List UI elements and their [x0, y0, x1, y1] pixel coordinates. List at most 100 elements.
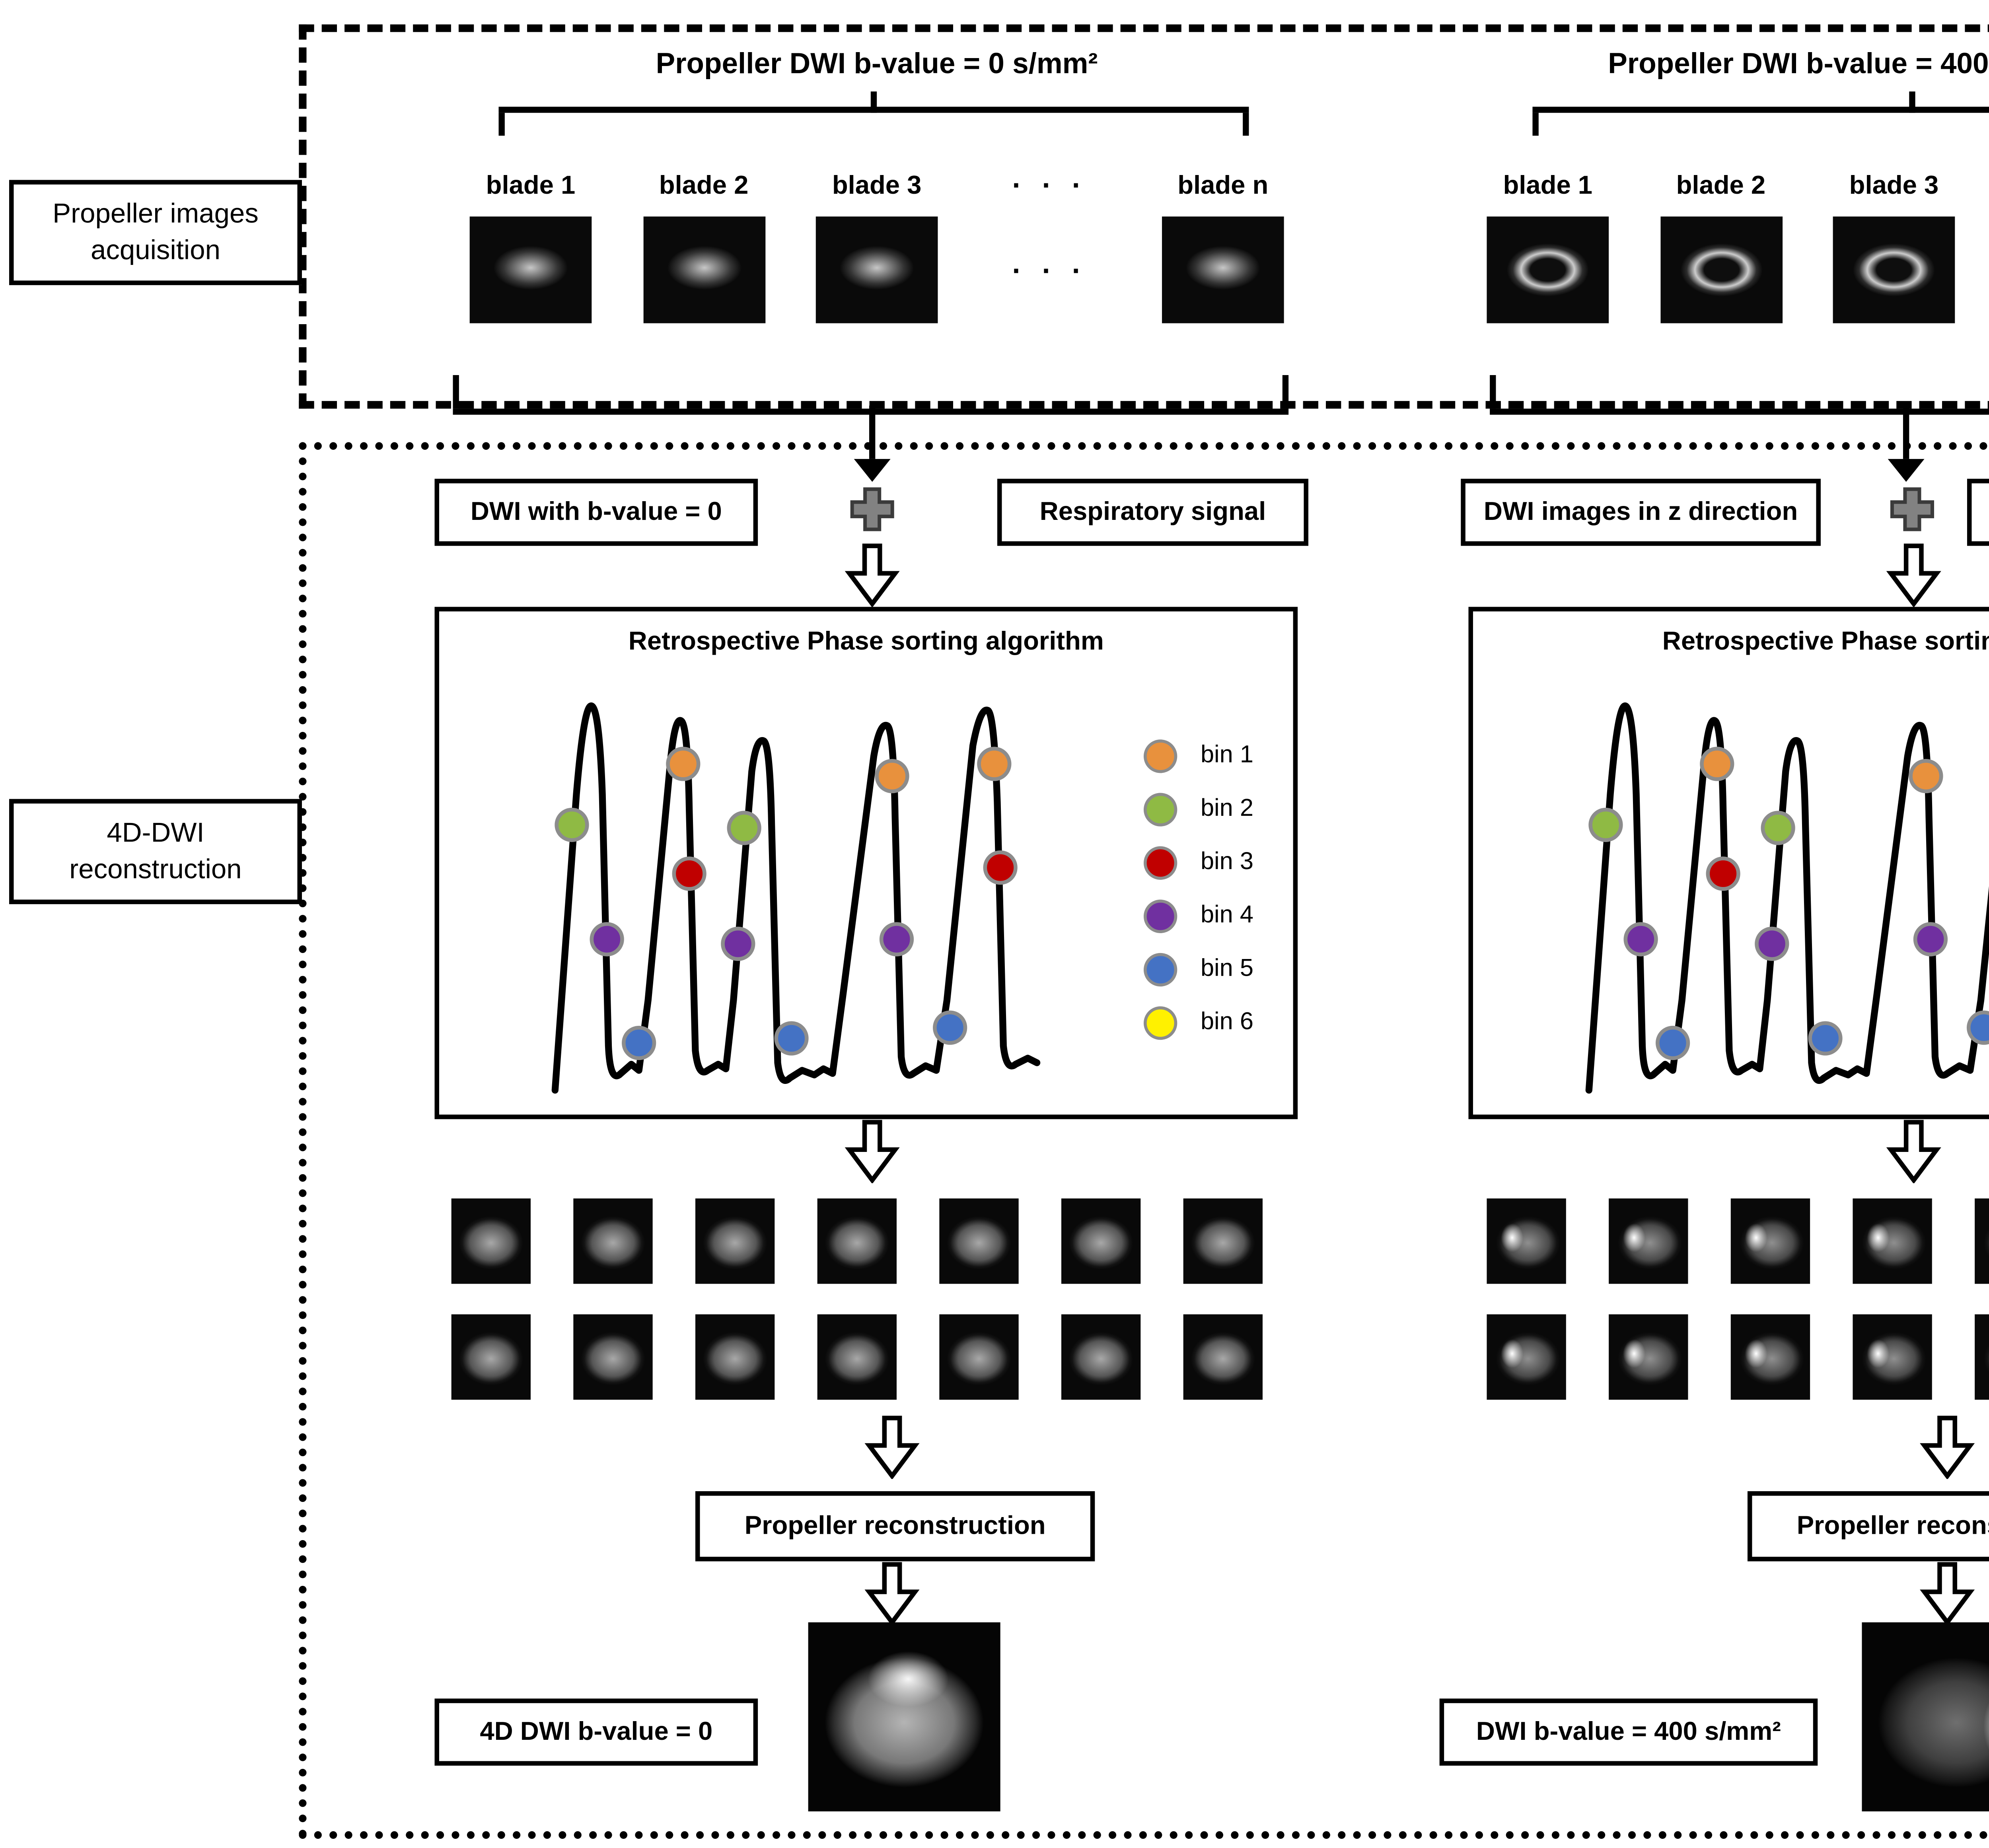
sorted-bin-image	[1853, 1314, 1932, 1400]
plus-icon	[1890, 487, 1934, 531]
sorted-bin-grid-right	[1487, 1198, 1989, 1400]
acquisition-section-label-text: Propeller images	[53, 198, 259, 229]
sorted-bin-grid-left	[451, 1198, 1263, 1400]
blade-item: blade 3	[811, 171, 942, 326]
group1-title: Propeller DWI b-value = 0 s/mm²	[656, 49, 1098, 81]
blade-mri-image	[1487, 216, 1609, 323]
blade-ellipsis: · · · · · ·	[984, 171, 1115, 326]
legend-label: bin 3	[1200, 849, 1253, 875]
bin-sample-dot	[666, 747, 701, 781]
legend-label: bin 2	[1200, 796, 1253, 822]
bin-sample-dot	[1913, 922, 1948, 957]
phase-sorting-title: Retrospective Phase sorting algorithm	[628, 626, 1104, 656]
plus-icon	[850, 487, 894, 531]
bin-sample-dot	[1761, 811, 1795, 845]
legend-item: bin 6	[1144, 1006, 1253, 1040]
bin-sample-dot	[875, 759, 909, 794]
flow-arrow-icon	[1920, 1562, 1975, 1626]
blade-label: blade 1	[1503, 171, 1593, 200]
blade-item: blade n	[1157, 171, 1288, 326]
blade-label: blade 2	[1676, 171, 1766, 200]
legend-label: bin 5	[1200, 956, 1253, 982]
bin-sample-dot	[622, 1025, 656, 1060]
gather-bracket-right	[1490, 375, 1989, 415]
legend-label: bin 4	[1200, 903, 1253, 929]
blade-item: blade 1	[465, 171, 596, 326]
sorted-bin-image	[1487, 1314, 1566, 1400]
sorted-bin-image	[1975, 1198, 1989, 1284]
sorted-bin-image	[817, 1314, 897, 1400]
bin-sample-dots	[1588, 747, 1989, 1060]
blade-mri-image	[642, 216, 765, 323]
bin-color-swatch	[1144, 1006, 1178, 1040]
output-label-box-left: 4D DWI b-value = 0	[434, 1698, 758, 1766]
legend-item: bin 4	[1144, 899, 1253, 933]
sorted-bin-image	[817, 1198, 897, 1284]
blade-item: blade 1	[1482, 171, 1613, 326]
reconstruction-section-label-text: 4D-DWI	[107, 817, 204, 848]
sorted-bin-image	[1730, 1314, 1810, 1400]
blade-mri-image	[1833, 216, 1955, 323]
bin-color-swatch	[1144, 793, 1178, 827]
legend-item: bin 5	[1144, 953, 1253, 987]
blade-mri-image	[1660, 216, 1782, 323]
legend-item: bin 3	[1144, 846, 1253, 880]
sorted-bin-image	[1730, 1198, 1810, 1284]
bin-sample-dot	[983, 850, 1018, 885]
blade-mri-image	[1162, 216, 1284, 323]
bin-sample-dot	[1967, 1010, 1989, 1045]
bin-sample-dot	[933, 1010, 967, 1045]
blade-label: blade 2	[659, 171, 749, 200]
group1-blade-row: blade 1 blade 2 blade 3 · · · · · · blad…	[465, 171, 1288, 326]
bin-sample-dot	[1909, 759, 1943, 794]
bin-color-swatch	[1144, 899, 1178, 933]
propeller-recon-box-right: Propeller reconstruction	[1747, 1491, 1989, 1562]
ellipsis-text: · · ·	[1012, 256, 1088, 288]
flow-arrow-icon	[1886, 1120, 1941, 1183]
bin-sample-dot	[1700, 747, 1734, 781]
legend-label: bin 1	[1200, 742, 1253, 768]
group2-title: Propeller DWI b-value = 400 s/mm²	[1608, 49, 1989, 81]
bracket-stem	[1909, 91, 1915, 113]
sorted-bin-image	[1061, 1314, 1141, 1400]
flow-arrow-icon	[1920, 1416, 1975, 1479]
sorted-bin-image	[1609, 1314, 1688, 1400]
bracket-stem	[870, 91, 877, 113]
signal-label-box-right: Respiratory signal	[1967, 479, 1989, 546]
respiratory-waveform	[1585, 702, 1989, 1094]
sorted-bin-image	[573, 1314, 653, 1400]
blade-mri-image	[469, 216, 592, 323]
legend-label: bin 6	[1200, 1009, 1253, 1035]
sorted-bin-image	[451, 1314, 531, 1400]
result-mri-image-b400	[1862, 1622, 1989, 1811]
sorted-bin-image	[1183, 1314, 1263, 1400]
bin-color-swatch	[1144, 846, 1178, 880]
bin-color-swatch	[1144, 953, 1178, 987]
result-mri-image-b0	[808, 1622, 1000, 1811]
flow-arrow-icon	[1886, 543, 1941, 607]
input-label-box-left: DWI with b-value = 0	[434, 479, 758, 546]
sorted-bin-image	[1853, 1198, 1932, 1284]
bin-sample-dot	[879, 922, 914, 957]
bin-sample-dot	[555, 807, 589, 842]
input-label-box-right: DWI images in z direction	[1461, 479, 1821, 546]
propeller-recon-box-left: Propeller reconstruction	[695, 1491, 1095, 1562]
acquisition-section-label-text: acquisition	[90, 235, 221, 266]
phase-sorting-title: Retrospective Phase sorting algorithm	[1662, 626, 1989, 656]
respiratory-waveform	[551, 702, 1041, 1094]
blade-label: blade n	[1177, 171, 1269, 200]
bin-sample-dot	[1808, 1021, 1843, 1056]
reconstruction-section-label: 4D-DWI reconstruction	[9, 799, 302, 904]
acquisition-section-label: Propeller images acquisition	[9, 180, 302, 285]
bin-sample-dot	[590, 922, 624, 957]
bin-sample-dot	[1623, 922, 1658, 957]
bin-sample-dot	[1706, 856, 1740, 891]
sorted-bin-image	[695, 1198, 775, 1284]
sorted-bin-image	[1183, 1198, 1263, 1284]
sorted-bin-image	[1061, 1198, 1141, 1284]
sorted-bin-image	[1609, 1198, 1688, 1284]
reconstruction-frame	[299, 442, 1989, 1839]
legend-item: bin 1	[1144, 739, 1253, 773]
ellipsis-text: · · ·	[1012, 171, 1088, 203]
